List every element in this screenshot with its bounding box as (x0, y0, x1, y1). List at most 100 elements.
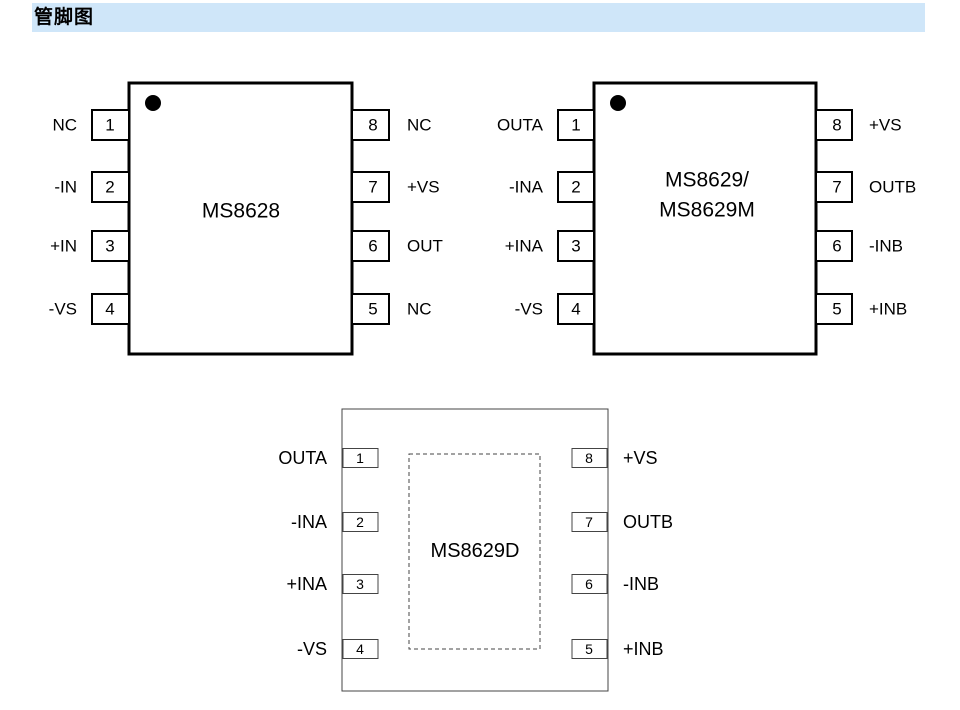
chip-name: MS8629/ (665, 169, 749, 192)
pin-5: 5 +INB (571, 639, 664, 659)
pin-number: 2 (356, 514, 364, 530)
pin-label: -INA (509, 178, 544, 197)
pin-box (557, 109, 595, 141)
pin-number: 8 (832, 116, 841, 135)
pin-label: -VS (297, 639, 327, 659)
pin-4: 4-VS (515, 293, 595, 325)
pin-number: 7 (585, 514, 593, 530)
pin-5: 5 NC (351, 293, 432, 325)
pin-6: 6 OUT (351, 230, 443, 262)
pin-box (342, 512, 379, 532)
pin-6: 6-INB (815, 230, 903, 262)
pin-3: 3+INA (505, 230, 595, 262)
pin-1: 1 OUTA (278, 448, 379, 468)
pin-8: 8 NC (351, 109, 432, 141)
pin-label: OUTA (278, 448, 327, 468)
pin-box (815, 230, 853, 262)
pin-box (815, 293, 853, 325)
pin-number: 4 (105, 300, 114, 319)
pin-number: 7 (368, 178, 377, 197)
pin-7: 7 OUTB (571, 512, 673, 532)
pin-6: 6-INB (571, 574, 659, 594)
pin-label: NC (407, 300, 432, 319)
pin-box (571, 512, 608, 532)
pin-3: 3 +INA (286, 574, 379, 594)
pin-label: +INB (869, 300, 907, 319)
pin-1: 1 OUTA (497, 109, 595, 141)
pin-label: -INA (291, 512, 327, 532)
pin-8: 8 +VS (571, 448, 658, 468)
pin-box (91, 171, 130, 203)
pin-number: 1 (571, 116, 580, 135)
pin-box (815, 171, 853, 203)
pin-label: -VS (49, 300, 77, 319)
pin-box (815, 109, 853, 141)
chip-name: MS8628 (202, 200, 280, 223)
exposed-pad (408, 453, 541, 650)
pin-label: +VS (407, 178, 440, 197)
pin-number: 5 (368, 300, 377, 319)
package-body (127, 81, 354, 356)
pin-number: 3 (356, 576, 364, 592)
pin-label: +INA (286, 574, 327, 594)
pin-label: OUTB (869, 178, 916, 197)
section-title: 管脚图 (34, 6, 95, 28)
pin-number: 5 (832, 300, 841, 319)
pin-number: 1 (356, 450, 364, 466)
pin-number: 2 (571, 178, 580, 197)
pin-4: 4 -VS (297, 639, 379, 659)
pin-box (342, 448, 379, 468)
pin-box (342, 574, 379, 594)
pin-box (557, 293, 595, 325)
pin-number: 2 (105, 178, 114, 197)
pin-label: OUT (407, 237, 443, 256)
pin-3: 3 +IN (50, 230, 130, 262)
pin-label: OUTA (497, 116, 544, 135)
pin-number: 1 (105, 116, 114, 135)
pin-box (557, 230, 595, 262)
pin-7: 7 +VS (351, 171, 440, 203)
pin-2: 2 -IN (54, 171, 130, 203)
pin-number: 3 (571, 237, 580, 256)
package-ms8629d: MS8629D 1 OUTA 2 -INA 3 +INA 4 -VS 5 +INB 6-INB 7 OUT… (278, 408, 673, 692)
section-header: 管脚图 (32, 3, 925, 32)
pin-box (351, 230, 390, 262)
pin-label: +VS (623, 448, 658, 468)
pin-box (91, 293, 130, 325)
pin-label: NC (52, 116, 77, 135)
package-ms8629: MS8629/MS8629M 1 OUTA 2 -INA 3+INA 4-VS 5 +INB 6-… (497, 81, 916, 356)
package-body (341, 408, 609, 692)
pin-5: 5 +INB (815, 293, 907, 325)
pin-label: OUTB (623, 512, 673, 532)
pin-box (351, 171, 390, 203)
pin-2: 2 -INA (509, 171, 595, 203)
pin-box (91, 230, 130, 262)
pin1-marker-dot (610, 95, 626, 111)
chip-name: MS8629M (659, 199, 755, 222)
pin-4: 4 -VS (49, 293, 130, 325)
pin-number: 3 (105, 237, 114, 256)
pin-7: 7 OUTB (815, 171, 916, 203)
pin-number: 4 (356, 641, 364, 657)
pin-label: +INB (623, 639, 664, 659)
package-body (592, 81, 818, 356)
pin-number: 8 (368, 116, 377, 135)
pin-box (571, 574, 608, 594)
pin-label: +IN (50, 237, 77, 256)
pin-number: 6 (832, 237, 841, 256)
pin-number: 6 (368, 237, 377, 256)
pin-box (351, 293, 390, 325)
pin-number: 5 (585, 641, 593, 657)
pin-label: NC (407, 116, 432, 135)
pin-number: 4 (571, 300, 580, 319)
pin-label: +VS (869, 116, 902, 135)
pin-number: 7 (832, 178, 841, 197)
chip-name: MS8629D (431, 540, 520, 562)
pin-box (571, 639, 608, 659)
pin-label: -IN (54, 178, 77, 197)
pin-number: 8 (585, 450, 593, 466)
pin-box (91, 109, 130, 141)
pin-2: 2 -INA (291, 512, 379, 532)
pin-1: 1 NC (52, 109, 130, 141)
